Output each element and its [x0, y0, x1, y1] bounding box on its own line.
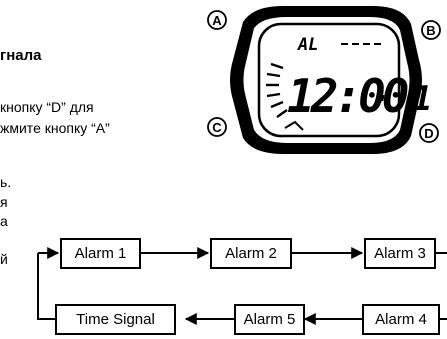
instruction-line: жмите кнопку “A” — [0, 120, 110, 136]
instruction-line: ь. — [0, 174, 12, 190]
display-suffix: · 1 — [371, 79, 432, 119]
section-heading: гнала — [0, 47, 42, 64]
dial-ticks — [266, 62, 288, 118]
button-d-icon: D — [419, 123, 439, 143]
display-time: 12:00 — [287, 69, 408, 123]
button-b-icon: B — [421, 20, 441, 40]
instruction-line: кнопку “D” для — [0, 99, 94, 115]
flow-box-alarm-5: Alarm 5 — [234, 304, 305, 335]
instruction-line: я — [0, 194, 8, 210]
display-mode: AL — [297, 35, 318, 55]
alarm-indicator-icon — [284, 120, 304, 131]
flow-box-alarm-1: Alarm 1 — [60, 238, 141, 269]
watch-lcd — [257, 22, 401, 138]
svg-text:C: C — [212, 120, 222, 135]
flow-box-alarm-3: Alarm 3 — [364, 238, 436, 269]
svg-text:D: D — [424, 126, 433, 141]
watch-illustration: A B C D AL 12:00 · 1 — [207, 6, 441, 154]
arrow-loop-back — [37, 253, 55, 320]
svg-text:B: B — [426, 23, 435, 38]
svg-text:A: A — [212, 13, 222, 28]
flow-box-alarm-2: Alarm 2 — [210, 238, 292, 269]
flow-box-alarm-4: Alarm 4 — [362, 304, 440, 335]
instruction-line: а — [0, 213, 8, 229]
button-a-icon: A — [207, 10, 227, 30]
flow-box-time-signal: Time Signal — [55, 304, 176, 335]
button-c-icon: C — [207, 117, 227, 137]
instruction-line: й — [0, 251, 8, 267]
